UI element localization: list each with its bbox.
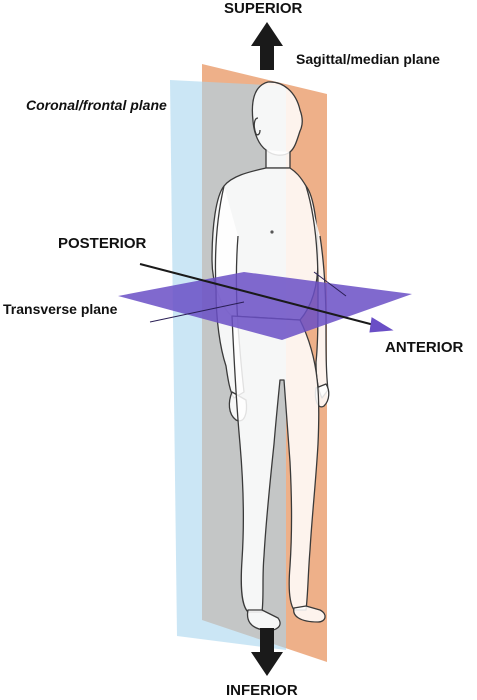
figure-ear: [253, 117, 261, 136]
sagittal-plane-label: Sagittal/median plane: [296, 51, 440, 67]
figure-neck: [265, 150, 291, 169]
transverse-intersection-line-2: [313, 271, 347, 297]
arrow-down-icon: [251, 628, 283, 676]
figure-foot-front: [293, 605, 326, 623]
anterior-label: ANTERIOR: [385, 339, 464, 356]
inferior-label: INFERIOR: [226, 682, 298, 699]
superior-label: SUPERIOR: [224, 0, 303, 17]
transverse-plane: [118, 272, 412, 340]
transverse-plane-label: Transverse plane: [3, 301, 118, 317]
transverse-intersection-line: [149, 301, 245, 323]
figure-legs: [231, 315, 320, 613]
arrow-up-icon: [251, 22, 283, 70]
posterior-label: POSTERIOR: [58, 235, 147, 252]
figure-nipple: [270, 230, 274, 234]
coronal-plane-label: Coronal/frontal plane: [26, 97, 167, 113]
anterior-arrow-icon: [139, 263, 394, 333]
